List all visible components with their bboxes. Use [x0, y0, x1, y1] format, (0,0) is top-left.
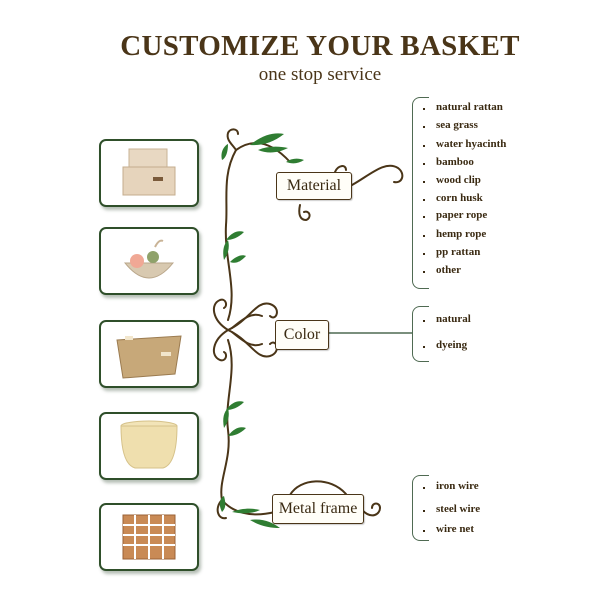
option-steel-wire: steel wire: [422, 503, 480, 523]
option-sea-grass: sea grass: [422, 119, 506, 138]
option-pp-rattan: pp rattan: [422, 246, 506, 264]
option-dyeing: dyeing: [422, 339, 471, 357]
option-water-hyacinth: water hyacinth: [422, 138, 506, 156]
option-natural-rattan: natural rattan: [422, 101, 506, 119]
color-options-list: natural dyeing: [422, 313, 471, 357]
thumbnail-seagrass-baskets: [99, 320, 199, 388]
option-natural: natural: [422, 313, 471, 339]
rattan-boxes-image: [122, 148, 176, 196]
material-options-list: natural rattan sea grass water hyacinth …: [422, 101, 506, 282]
bamboo-basket-image: [120, 420, 178, 469]
color-options-bracket: [412, 306, 429, 362]
metal-frame-options-list: iron wire steel wire wire net: [422, 480, 480, 541]
open-weave-basket-image: [122, 514, 176, 560]
option-paper-rope: paper rope: [422, 209, 506, 228]
option-hemp-rope: hemp rope: [422, 228, 506, 246]
category-material: Material: [276, 172, 352, 200]
flower-basket-image: [123, 239, 175, 279]
page-subtitle: one stop service: [258, 64, 382, 85]
category-metal-frame: Metal frame: [272, 494, 364, 524]
option-bamboo: bamboo: [422, 156, 506, 174]
material-options-bracket: [412, 97, 429, 289]
option-corn-husk: corn husk: [422, 192, 506, 209]
option-iron-wire: iron wire: [422, 480, 480, 503]
thumbnail-flower-basket: [99, 227, 199, 295]
seagrass-baskets-image: [116, 335, 182, 379]
metal-frame-options-bracket: [412, 475, 429, 541]
category-color: Color: [275, 320, 329, 350]
option-other: other: [422, 264, 506, 282]
option-wire-net: wire net: [422, 523, 480, 541]
thumbnail-bamboo-basket: [99, 412, 199, 480]
option-wood-clip: wood clip: [422, 174, 506, 192]
page-title: CUSTOMIZE YOUR BASKET: [120, 30, 520, 62]
thumbnail-open-weave-basket: [99, 503, 199, 571]
thumbnail-rattan-boxes: [99, 139, 199, 207]
